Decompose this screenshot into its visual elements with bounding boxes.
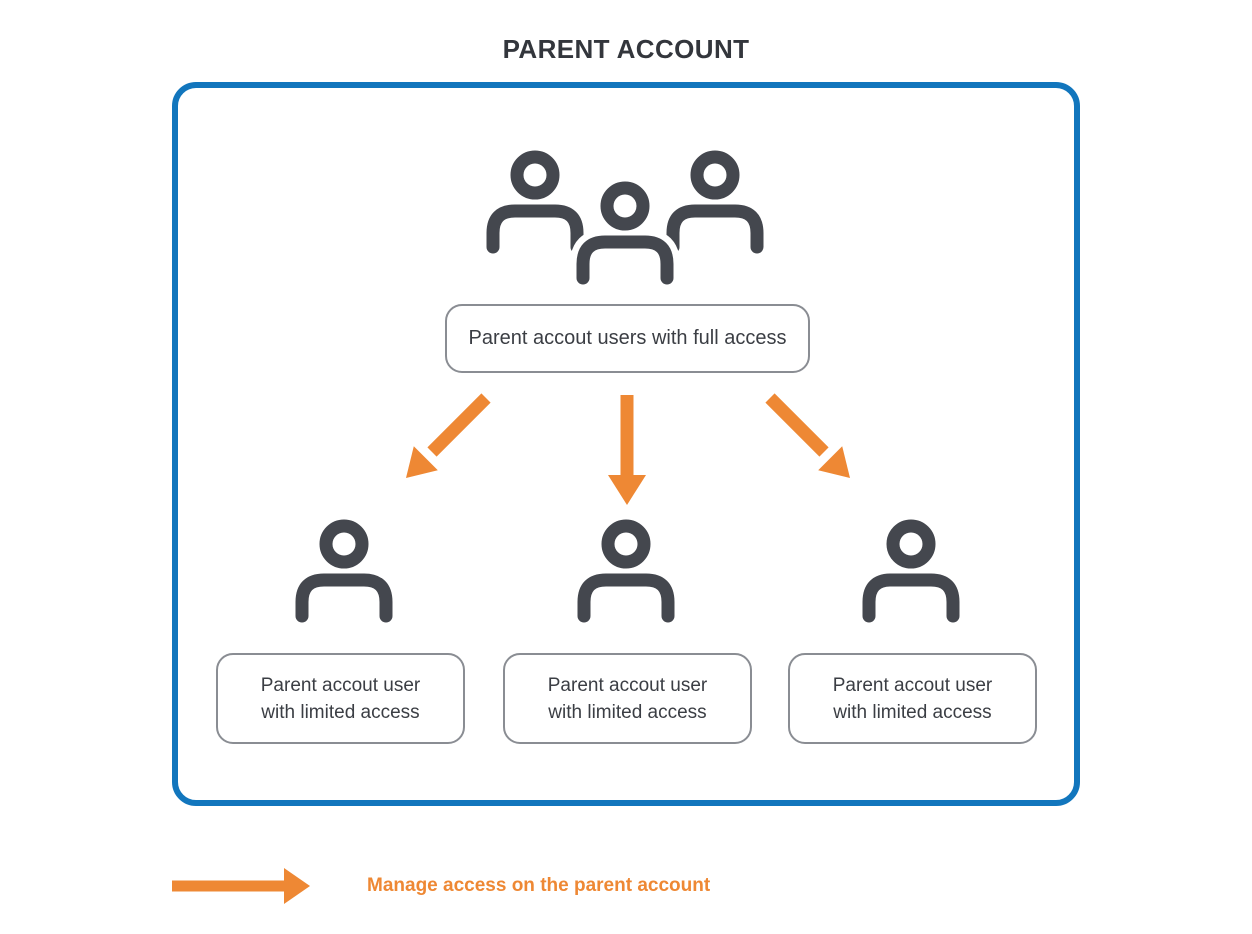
limited-access-box: Parent accout user with limited access <box>503 653 752 744</box>
limited-access-line1: Parent accout user <box>260 674 421 696</box>
limited-access-line1: Parent accout user <box>547 674 708 696</box>
limited-access-box: Parent accout user with limited access <box>216 653 465 744</box>
arrow-down-icon <box>608 395 646 505</box>
user-icon <box>577 519 675 623</box>
limited-access-line1: Parent accout user <box>832 674 993 696</box>
arrow-down-left-icon <box>406 393 491 478</box>
limited-access-box: Parent accout user with limited access <box>788 653 1037 744</box>
full-access-box: Parent accout users with full access <box>445 304 810 373</box>
diagram-title: PARENT ACCOUNT <box>502 34 750 64</box>
user-icon <box>295 519 393 623</box>
user-icon <box>862 519 960 623</box>
limited-access-line2: with limited access <box>833 701 992 723</box>
limited-access-line2: with limited access <box>261 701 420 723</box>
legend-label: Manage access on the parent account <box>367 875 711 896</box>
full-access-label: Parent accout users with full access <box>468 327 787 349</box>
arrow-down-right-icon <box>765 393 850 478</box>
arrow-right-icon <box>172 868 310 904</box>
users-group-icon <box>486 150 764 290</box>
legend: Manage access on the parent account <box>172 866 710 906</box>
limited-access-line2: with limited access <box>548 701 707 723</box>
